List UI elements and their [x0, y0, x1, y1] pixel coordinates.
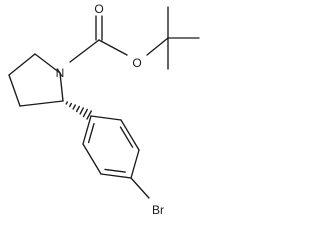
aryl-bond-5: [82, 143, 102, 175]
hash-stripe-2: [69, 102, 72, 108]
aryl-inner-double-1: [119, 126, 134, 148]
hash-stripe-7: [86, 110, 92, 120]
hash-stripe-1: [65, 101, 68, 105]
bond-ester-oxygen-tert-carbon: [146, 37, 169, 56]
bond-n-carbonyl-carbon: [69, 39, 100, 63]
bromine-label: Br: [152, 203, 164, 217]
hash-stripe-3: [72, 104, 76, 110]
stereo-hashed-wedge-bond: [65, 101, 92, 120]
bond-aryl-bromine: [130, 177, 150, 199]
bromophenyl-ring: [82, 115, 150, 199]
ester-oxygen-label: O: [132, 56, 141, 70]
pyrrolidine-ring: [8, 53, 64, 107]
aryl-bond-6: [82, 115, 92, 145]
aryl-bond-3: [130, 149, 140, 179]
aryl-bond-1: [90, 115, 122, 121]
aryl-inner-double-3: [87, 122, 95, 144]
aryl-bond-4: [100, 173, 132, 179]
boc-group: [69, 6, 200, 70]
nitrogen-label: N: [56, 66, 65, 80]
bond-n-c5: [34, 53, 61, 74]
aryl-inner-double-2: [104, 168, 126, 173]
bond-c4-c3: [8, 74, 21, 107]
carbonyl-oxygen-label: O: [94, 2, 103, 16]
bond-c3-c2: [19, 100, 64, 107]
bond-carbonyl-carbon-ester-oxygen: [98, 39, 128, 56]
bond-n-c2: [59, 72, 64, 102]
hash-stripe-6: [82, 108, 88, 118]
chemical-structure-diagram: N O O Br: [8, 2, 200, 217]
bond-c5-c4: [8, 53, 36, 76]
hash-stripe-5: [79, 107, 84, 115]
hash-stripe-4: [75, 105, 80, 113]
aryl-bond-2: [120, 119, 140, 151]
